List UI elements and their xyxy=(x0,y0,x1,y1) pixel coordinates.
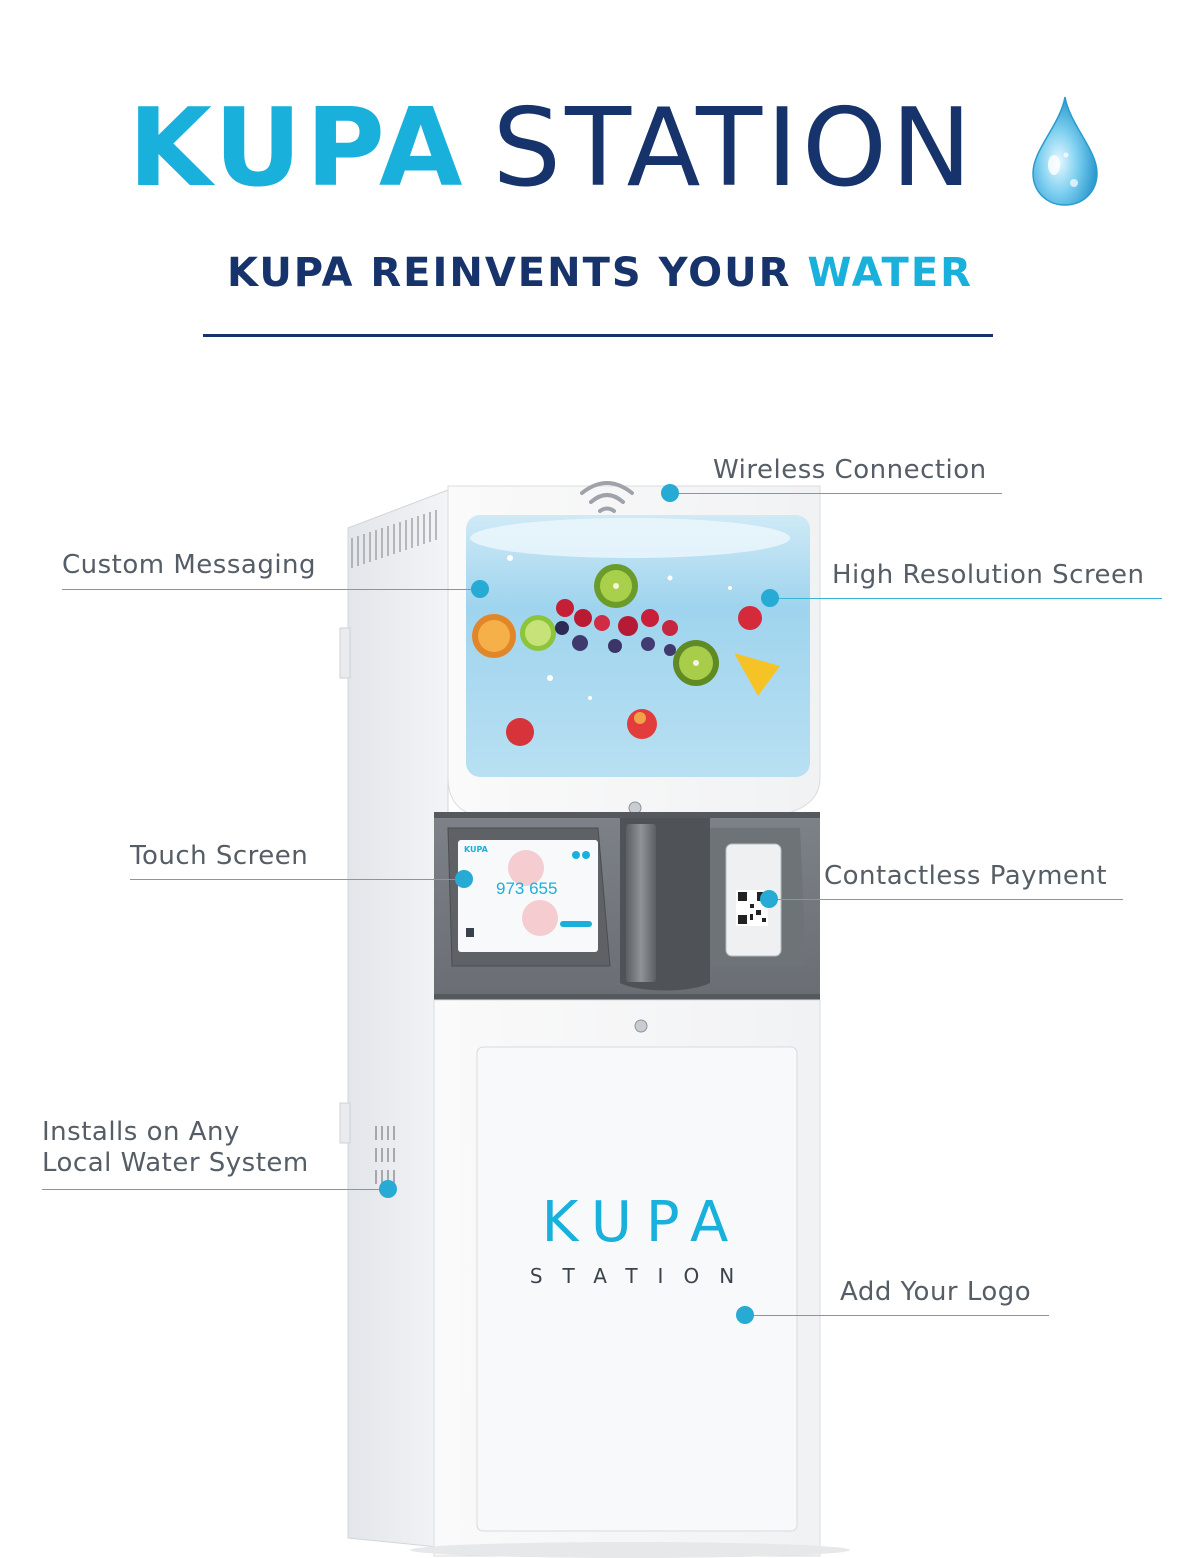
callout-custom-messaging-line xyxy=(62,589,480,590)
callout-contactless-line xyxy=(769,899,1123,900)
wifi-icon xyxy=(580,481,634,513)
kiosk-illustration: KUPA 973 655 KUPA STATION xyxy=(339,481,850,1558)
callout-high-res-label: High Resolution Screen xyxy=(832,560,1145,590)
callout-wireless-line xyxy=(670,493,1002,494)
callout-high-res-dot xyxy=(761,589,779,607)
callout-custom-messaging-dot xyxy=(471,580,489,598)
page-title: KUPA STATION xyxy=(0,85,1200,211)
callout-installs-label-line2: Local Water System xyxy=(42,1148,309,1178)
cabinet-logo-sub: STATION xyxy=(530,1264,754,1288)
water-drop-icon xyxy=(1032,96,1098,206)
touch-counter-text: 973 655 xyxy=(496,879,557,898)
cabinet-logo-main: KUPA xyxy=(542,1190,743,1255)
callout-add-logo-dot xyxy=(736,1306,754,1324)
tagline: KUPA REINVENTS YOUR WATER xyxy=(0,250,1200,296)
high-resolution-screen xyxy=(466,515,810,777)
title-word-kupa: KUPA xyxy=(128,85,467,211)
divider xyxy=(203,334,993,337)
callout-touch-screen-dot xyxy=(455,870,473,888)
fruit-image xyxy=(470,518,790,746)
callout-custom-messaging-label: Custom Messaging xyxy=(62,550,317,580)
callout-installs-label-line1: Installs on Any xyxy=(42,1117,240,1147)
side-vent-bottom xyxy=(375,1126,395,1184)
tagline-part-2: WATER xyxy=(807,250,973,296)
cabinet-door xyxy=(476,1046,798,1532)
callout-wireless-dot xyxy=(661,484,679,502)
callout-contactless-dot xyxy=(760,890,778,908)
dispenser-spout xyxy=(626,824,656,982)
callout-touch-screen-line xyxy=(130,879,464,880)
callout-contactless-label: Contactless Payment xyxy=(824,861,1108,891)
callout-touch-screen-label: Touch Screen xyxy=(130,841,309,871)
callout-high-res-line xyxy=(770,598,1162,599)
touch-brand-text: KUPA xyxy=(464,845,489,854)
side-vent-top xyxy=(351,510,437,568)
callout-installs-line xyxy=(42,1189,388,1190)
callout-add-logo-label: Add Your Logo xyxy=(840,1277,1032,1307)
callout-installs-dot xyxy=(379,1180,397,1198)
title-word-station: STATION xyxy=(492,85,976,211)
tagline-part-1: KUPA REINVENTS YOUR xyxy=(227,250,792,296)
callout-wireless-label: Wireless Connection xyxy=(713,455,987,485)
callout-add-logo-line xyxy=(745,1315,1049,1316)
